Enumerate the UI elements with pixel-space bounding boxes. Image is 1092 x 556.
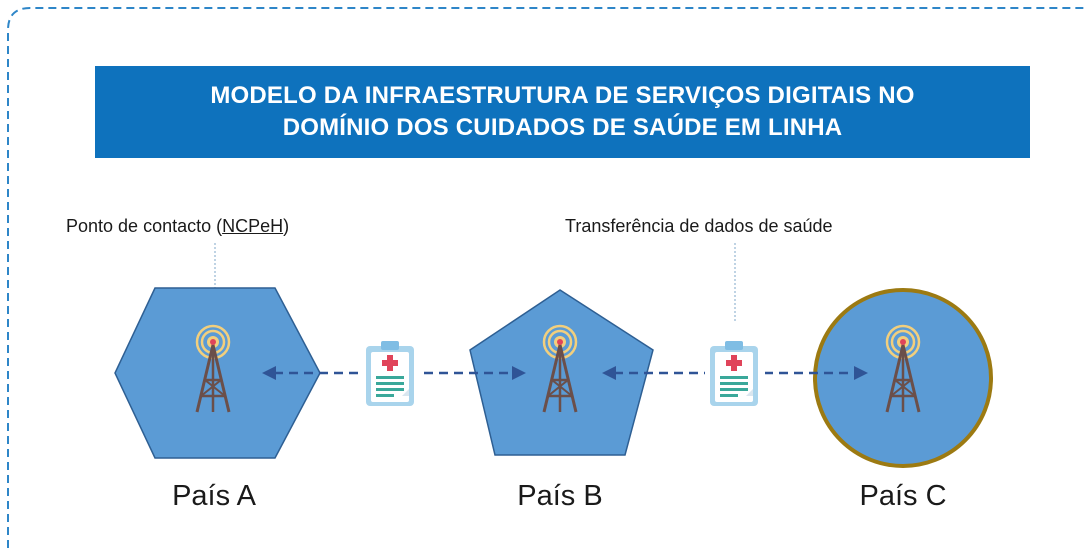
diagram-title: MODELO DA INFRAESTRUTURA DE SERVIÇOS DIG… [133, 80, 993, 144]
country-a-node [114, 287, 321, 459]
medical-record-icon-1 [366, 341, 414, 406]
title-line-2: DOMÍNIO DOS CUIDADOS DE SAÚDE EM LINHA [282, 114, 843, 141]
title-line-1: MODELO DA INFRAESTRUTURA DE SERVIÇOS DIG… [210, 82, 915, 109]
data-transfer-label: Transferência de dados de saúde [565, 216, 833, 236]
ncpeh-link[interactable]: NCPeH [222, 216, 284, 236]
contact-point-prefix: Ponto de contacto ( [66, 216, 223, 236]
arrowhead-right-c [854, 366, 868, 380]
country-a-label: País A [172, 480, 256, 512]
contact-point-suffix: ) [283, 216, 290, 236]
arrowhead-right-b [512, 366, 526, 380]
medical-record-icon-2 [710, 341, 758, 406]
arrowhead-left-a [262, 366, 276, 380]
country-b-label: País B [517, 480, 603, 512]
country-c-label: País C [859, 480, 947, 512]
title-banner: MODELO DA INFRAESTRUTURA DE SERVIÇOS DIG… [95, 66, 1030, 158]
country-b-node [469, 289, 654, 456]
arrowhead-left-b [602, 366, 616, 380]
contact-point-label: Ponto de contacto (NCPeH) [66, 216, 289, 237]
